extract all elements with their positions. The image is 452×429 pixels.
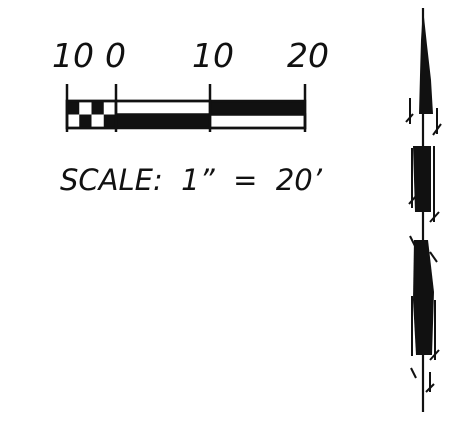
north-arrow-icon bbox=[405, 8, 442, 412]
tick-label-left-10: 10 bbox=[52, 36, 94, 75]
scale-bar bbox=[65, 84, 307, 132]
scale-caption: SCALE: 1” = 20’ bbox=[60, 163, 323, 197]
tick-label-10: 10 bbox=[192, 36, 234, 75]
tick-label-0: 0 bbox=[105, 36, 126, 75]
scale-bar-segment-10-20 bbox=[208, 101, 307, 130]
tick-label-20: 20 bbox=[287, 36, 329, 75]
scale-bar-checkered-segment bbox=[65, 99, 118, 130]
scale-tick-labels: 10 0 10 20 bbox=[52, 36, 329, 75]
scale-bar-segment-0-10 bbox=[114, 99, 212, 128]
